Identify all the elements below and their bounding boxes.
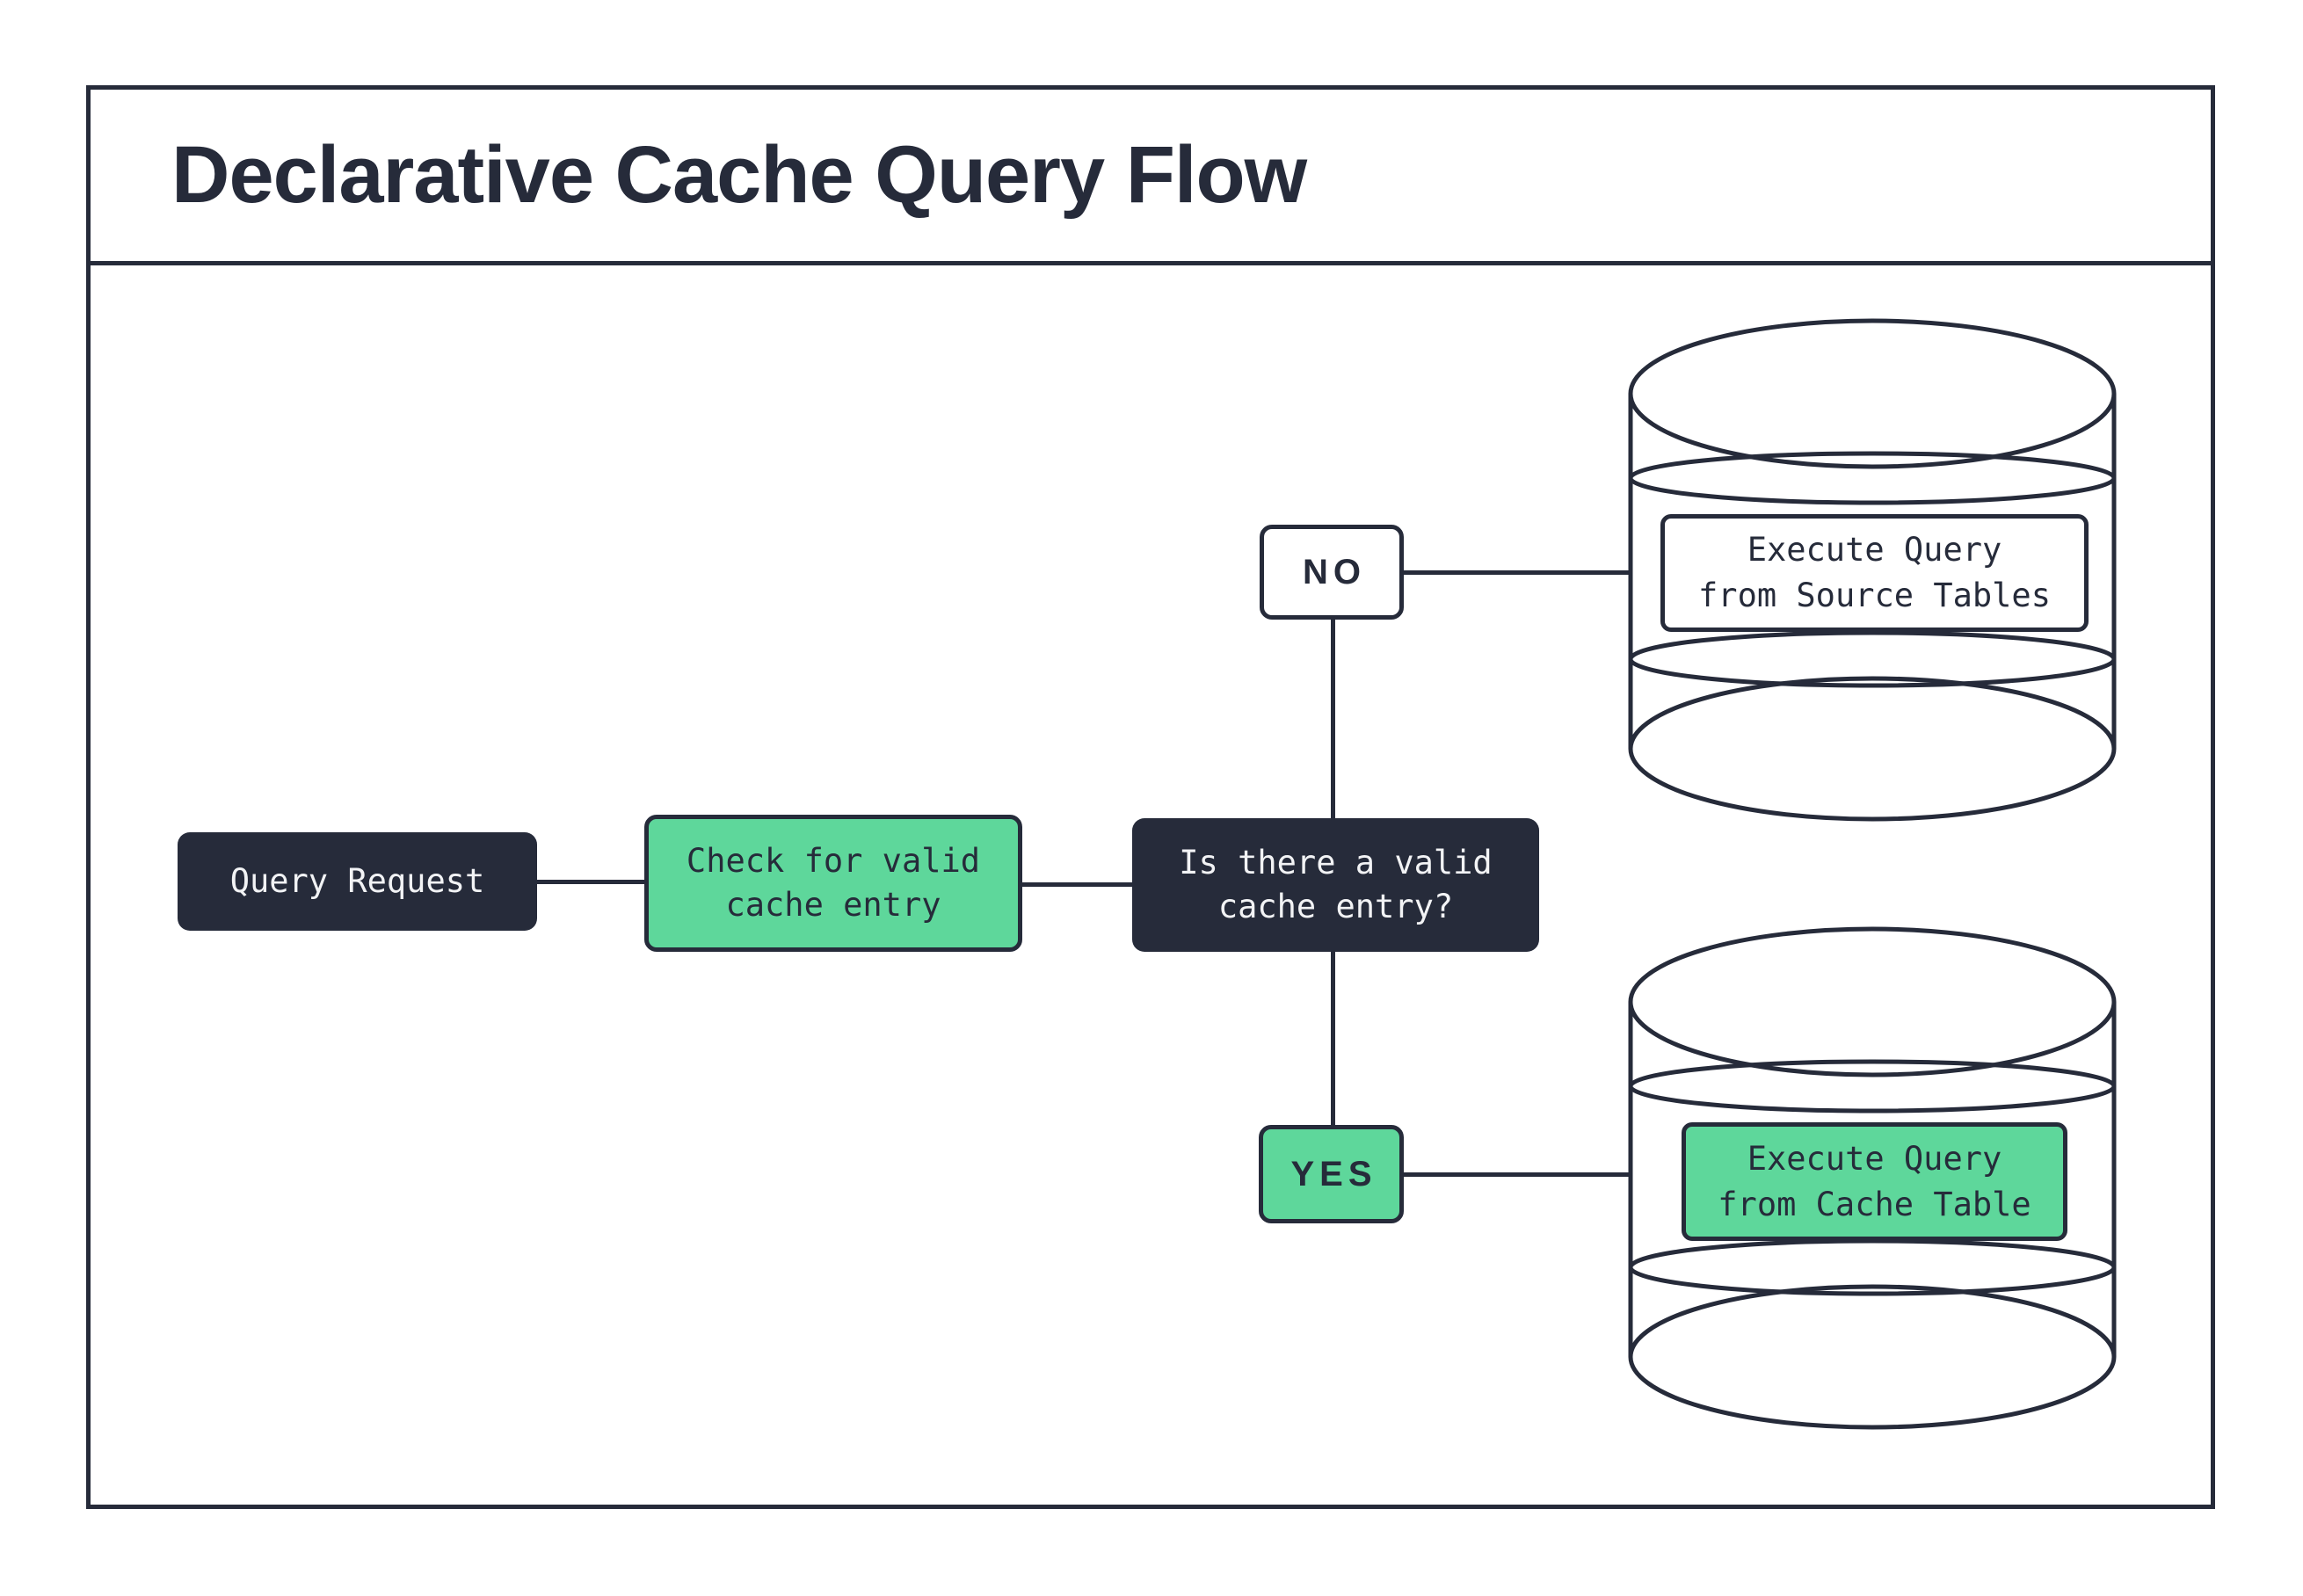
- connector-yes-to-cache-db: [1402, 1172, 1631, 1177]
- node-execute-cache-table: Execute Query from Cache Table: [1682, 1122, 2067, 1241]
- node-execute-source-tables: Execute Query from Source Tables: [1660, 514, 2089, 632]
- node-branch-no: NO: [1260, 525, 1404, 620]
- database-cylinder-icon: [1628, 926, 2117, 1430]
- connector-check-to-decision: [1020, 882, 1135, 887]
- node-check-cache: Check for valid cache entry: [644, 815, 1022, 952]
- node-decision-valid-cache: Is there a valid cache entry?: [1132, 818, 1539, 952]
- connector-decision-to-no: [1331, 618, 1335, 822]
- source-database-cylinder: [1628, 318, 2117, 823]
- title-band: Declarative Cache Query Flow: [91, 90, 2211, 265]
- database-cylinder-icon: [1628, 318, 2117, 822]
- connector-query-to-check: [537, 880, 647, 884]
- node-query-request: Query Request: [178, 832, 537, 931]
- connector-no-to-source-db: [1402, 570, 1631, 575]
- cache-database-cylinder: [1628, 926, 2117, 1432]
- connector-decision-to-yes: [1331, 950, 1335, 1127]
- page-title: Declarative Cache Query Flow: [171, 130, 1307, 220]
- node-branch-yes: YES: [1259, 1125, 1404, 1223]
